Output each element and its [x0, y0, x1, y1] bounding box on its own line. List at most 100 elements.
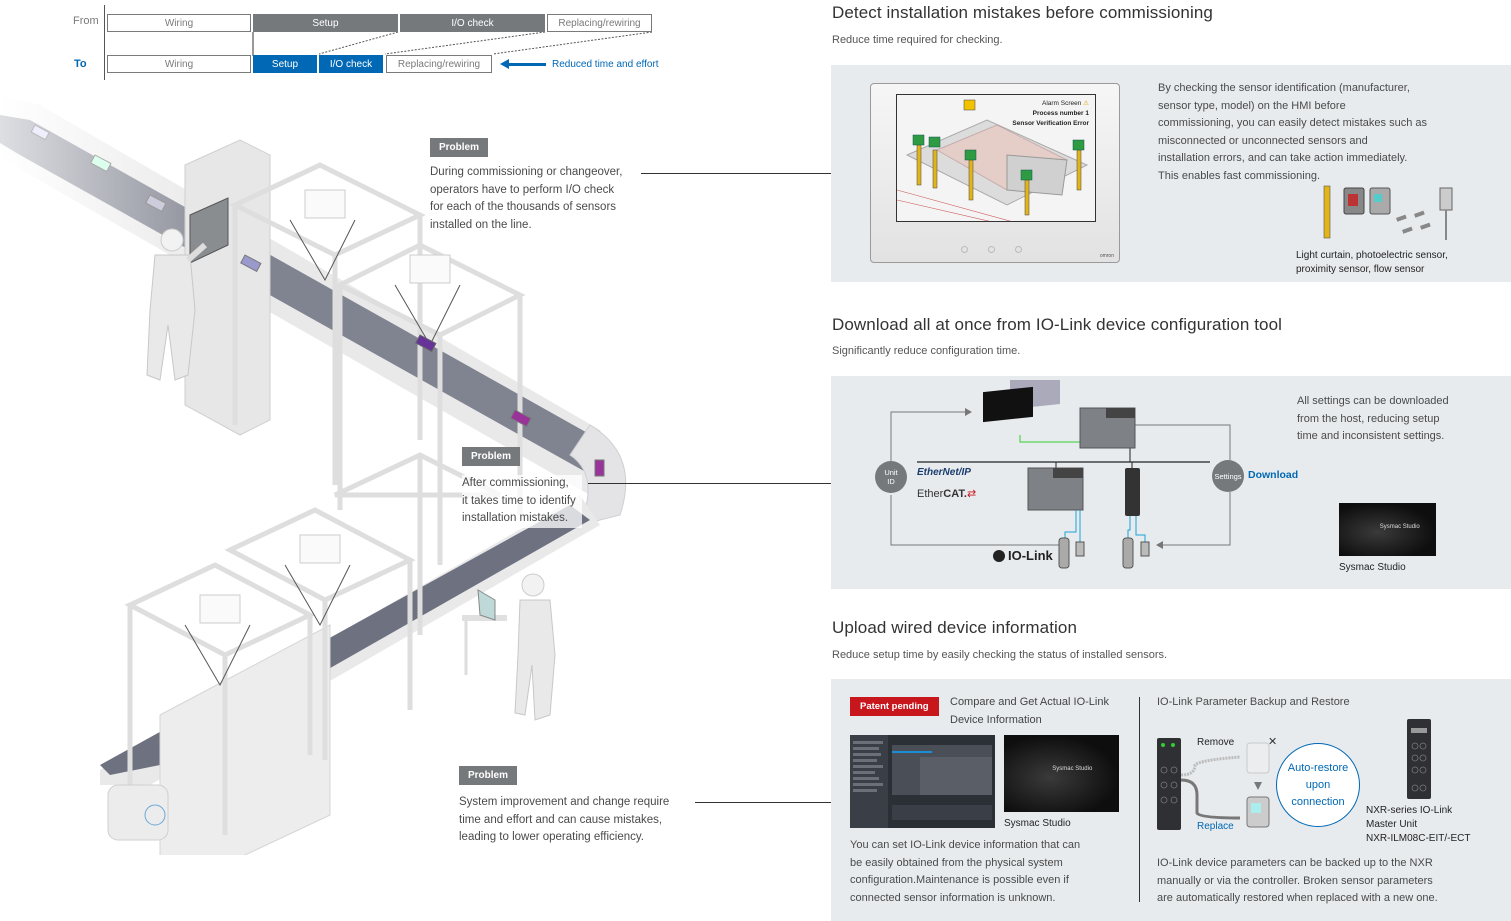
unit-id-line: ID — [887, 477, 895, 486]
heading-line: Compare and Get Actual IO-Link — [950, 696, 1109, 708]
problem-2-leader-line — [588, 483, 831, 484]
control-cabinet — [184, 139, 271, 436]
problem-2-line: installation mistakes. — [462, 512, 569, 524]
sysmac-caption: Sysmac Studio — [1339, 562, 1406, 573]
hmi-button[interactable] — [988, 246, 995, 253]
caption-line: NXR-ILM08C-EIT/-ECT — [1366, 833, 1471, 844]
hmi-brand-logo: omron — [1099, 253, 1114, 259]
body-line: installation errors, and can take action… — [1158, 152, 1408, 164]
sensor-products-image — [1323, 185, 1453, 240]
timeline-from-label: From — [73, 15, 99, 27]
to-step-wiring: Wiring — [107, 55, 251, 73]
section-title-detect: Detect installation mistakes before comm… — [832, 3, 1213, 22]
down-arrow-icon — [1254, 782, 1262, 790]
caption-line: Light curtain, photoelectric sensor, — [1296, 250, 1448, 261]
body-line: from the host, reducing setup — [1297, 412, 1440, 425]
caption-line: NXR-series IO-Link — [1366, 805, 1453, 816]
operator-with-laptop — [462, 573, 556, 721]
close-x-icon: ✕ — [1268, 736, 1278, 748]
body-line: sensor type, model) on the HMI before — [1158, 99, 1346, 112]
patent-pending-badge: Patent pending — [850, 697, 939, 716]
warning-triangle-icon: ⚠ — [1083, 100, 1089, 107]
problem-3-line: time and effort and can cause mistakes, — [459, 813, 663, 826]
timeline-reduction-dashes — [252, 32, 653, 56]
to-step-io-check: I/O check — [319, 55, 383, 73]
delta-robot-frames-lower — [124, 452, 502, 835]
compare-body-text: You can set IO-Link device information t… — [850, 837, 1080, 907]
reduced-time-label: Reduced time and effort — [552, 58, 659, 70]
iolink-network-diagram — [890, 380, 1231, 569]
problem-1-line: operators have to perform I/O check — [430, 183, 615, 196]
body-line: misconnected or unconnected sensors and — [1158, 134, 1368, 147]
body-line: commissioning, you can easily detect mis… — [1158, 117, 1428, 129]
from-step-wiring: Wiring — [107, 14, 251, 32]
problem-3-leader-line — [695, 802, 831, 803]
problem-2-line: After commissioning, — [462, 477, 569, 489]
alarm-process: Process number 1 — [1032, 110, 1089, 117]
ethercat-arrow-icon: ⇄ — [966, 488, 977, 500]
body-line: IO-Link device parameters can be backed … — [1157, 857, 1433, 869]
auto-restore-line: Auto-restore — [1287, 761, 1349, 774]
body-line: configuration.Maintenance is possible ev… — [850, 874, 1069, 886]
body-line: be easily obtained from the physical sys… — [850, 856, 1063, 869]
problem-3-line: System improvement and change require — [459, 796, 670, 808]
problem-tag-3: Problem — [459, 766, 518, 785]
hmi-button[interactable] — [1015, 246, 1022, 253]
section-title-download: Download all at once from IO-Link device… — [832, 315, 1283, 334]
ethercat-suffix: CAT. — [943, 488, 967, 500]
alarm-error: Sensor Verification Error — [1012, 120, 1089, 127]
arrow-left-icon — [500, 57, 546, 71]
detect-body-text: By checking the sensor identification (m… — [1158, 80, 1427, 185]
products — [30, 124, 605, 477]
section-subtitle-detect: Reduce time required for checking. — [832, 34, 1003, 46]
hmi-button[interactable] — [961, 246, 968, 253]
section-title-upload: Upload wired device information — [832, 618, 1078, 637]
timeline-to-label: To — [74, 58, 87, 70]
backup-body-text: IO-Link device parameters can be backed … — [1157, 855, 1438, 908]
problem-2-line: it takes time to identify — [462, 494, 576, 507]
column-divider — [1139, 697, 1140, 902]
alarm-title: Alarm Screen — [1041, 100, 1082, 107]
settings-badge: Settings — [1212, 460, 1244, 492]
auto-restore-line: connection — [1291, 795, 1345, 808]
download-label: Download — [1248, 469, 1299, 481]
hmi-device: Alarm Screen ⚠ Process number 1 Sensor V… — [870, 83, 1120, 263]
iolink-text: IO-Link — [1008, 548, 1053, 563]
screen-title: Sysmac Studio — [1052, 765, 1093, 772]
unit-id-line: Unit — [884, 468, 898, 477]
nxr-master-unit-image — [1407, 719, 1431, 799]
from-step-setup: Setup — [253, 14, 398, 32]
body-line: are automatically restored when replaced… — [1157, 892, 1438, 904]
sysmac-studio-splash: Sysmac Studio — [1004, 735, 1119, 812]
caption-line: Master Unit — [1366, 819, 1418, 830]
delta-robots-lower — [184, 534, 351, 687]
replace-label: Replace — [1197, 821, 1234, 832]
auto-restore-line: upon — [1305, 778, 1331, 791]
factory-line-illustration — [0, 95, 627, 855]
body-line: All settings can be downloaded — [1297, 395, 1449, 407]
body-line: By checking the sensor identification (m… — [1158, 82, 1410, 94]
body-line: You can set IO-Link device information t… — [850, 839, 1081, 851]
body-line: manually or via the controller. Broken s… — [1157, 874, 1433, 887]
operator-at-hmi — [146, 228, 207, 381]
warning-sensor-marker — [963, 99, 976, 111]
nxr-unit-caption: NXR-series IO-Link Master Unit NXR-ILM08… — [1366, 804, 1470, 846]
iolink-symbol-icon — [993, 549, 1005, 562]
delta-robots-upper — [289, 189, 461, 347]
auto-restore-badge: Auto-restore upon connection — [1276, 743, 1360, 827]
problem-1-leader-line — [641, 173, 831, 174]
remove-label: Remove — [1197, 737, 1235, 748]
caption-line: proximity sensor, flow sensor — [1296, 264, 1425, 275]
to-step-replacing: Replacing/rewiring — [386, 55, 492, 73]
reduced-time-note: Reduced time and effort — [500, 57, 659, 71]
hmi-screen: Alarm Screen ⚠ Process number 1 Sensor V… — [896, 94, 1096, 222]
problem-tag-1: Problem — [430, 138, 489, 157]
nxr-replace-diagram — [1157, 738, 1270, 830]
from-step-io-check: I/O check — [400, 14, 545, 32]
from-step-replacing: Replacing/rewiring — [547, 14, 652, 32]
section-subtitle-download: Significantly reduce configuration time. — [832, 345, 1021, 357]
upper-conveyor — [0, 95, 627, 526]
screen-title: Sysmac Studio — [1379, 524, 1420, 531]
sysmac-studio-screenshot: Sysmac Studio — [1339, 503, 1436, 556]
